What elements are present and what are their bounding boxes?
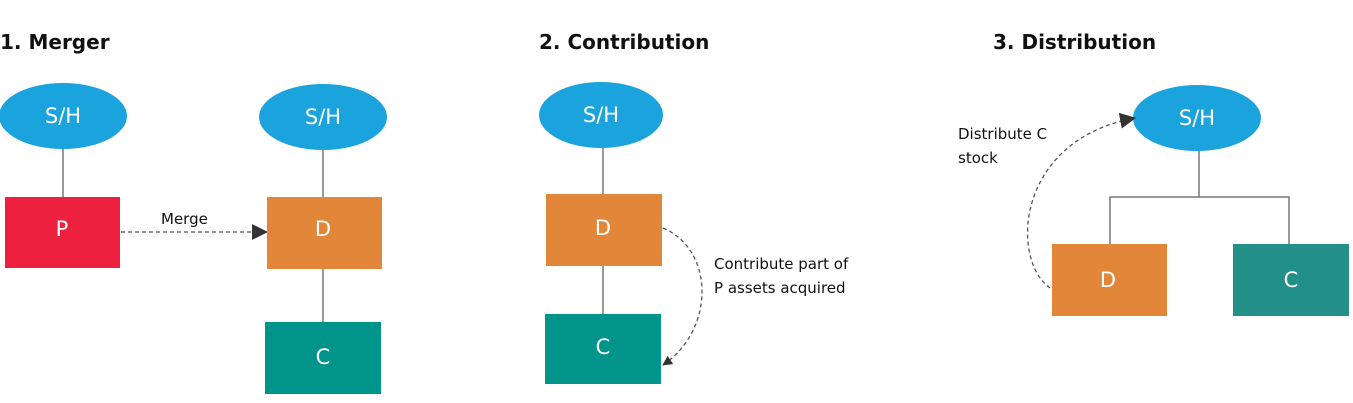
contribute-arrow (662, 227, 703, 366)
shareholder-label: S/H (305, 105, 341, 129)
shareholder-label: S/H (1179, 106, 1215, 130)
shareholder-label: S/H (583, 103, 619, 127)
controlled-label: C (316, 345, 331, 369)
parent-node (5, 197, 120, 268)
controlled-label: C (1284, 268, 1299, 292)
controlled-label: C (596, 335, 611, 359)
distributing-node (1052, 244, 1167, 316)
shareholder-node (539, 82, 663, 148)
panel-title: 1. Merger (0, 30, 110, 54)
distribute-label: Distribute C (958, 125, 1047, 143)
panel-contribution: 2. Contribution S/H D C Contribute part … (539, 30, 849, 384)
merge-label: Merge (161, 210, 208, 228)
shareholder-node (259, 84, 387, 150)
ownership-line (1109, 196, 1290, 244)
distribute-label: stock (958, 149, 998, 167)
distributing-node (546, 194, 662, 266)
panel-title: 3. Distribution (993, 30, 1156, 54)
parent-label: P (56, 217, 69, 241)
shareholder-node (1133, 85, 1261, 151)
panel-distribution: 3. Distribution S/H D C Distribute C sto… (958, 30, 1349, 316)
contribute-label: Contribute part of (714, 255, 849, 273)
contribute-label: P assets acquired (714, 279, 846, 297)
shareholder-node (0, 83, 127, 149)
panel-title: 2. Contribution (539, 30, 709, 54)
distribute-arrow (1026, 112, 1136, 289)
shareholder-label: S/H (45, 104, 81, 128)
distributing-label: D (315, 217, 331, 241)
distributing-label: D (1100, 268, 1116, 292)
controlled-node (545, 314, 661, 384)
controlled-node (265, 322, 381, 394)
controlled-node (1233, 244, 1349, 316)
panel-merger: 1. Merger S/H P Merge S/H D C (0, 30, 387, 394)
distributing-node (267, 197, 382, 269)
distributing-label: D (595, 216, 611, 240)
